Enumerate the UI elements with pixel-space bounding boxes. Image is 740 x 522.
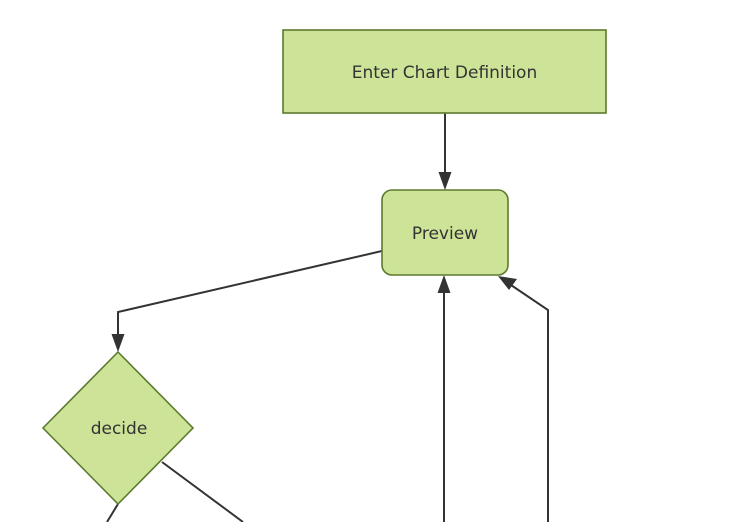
edge-decide-out-right[interactable] [161, 461, 244, 522]
arrowhead-icon [111, 334, 125, 352]
arrowhead-icon [498, 276, 517, 290]
edge-enter-to-preview[interactable] [438, 113, 452, 190]
arrowhead-icon [438, 172, 452, 190]
node-decide-shape [41, 350, 195, 506]
node-preview-label: Preview [412, 224, 478, 244]
edge-decide-out-left[interactable] [106, 503, 119, 522]
edge-bottom-right-to-preview[interactable] [498, 276, 549, 522]
node-enter-chart-definition[interactable]: Enter Chart Definition [282, 29, 607, 114]
node-enter-chart-definition-label: Enter Chart Definition [352, 63, 537, 83]
edges-layer [106, 113, 549, 522]
node-preview-shape [381, 189, 509, 276]
node-decide-label: decide [91, 419, 148, 439]
edge-bottom-center-to-preview[interactable] [437, 275, 451, 522]
node-preview[interactable]: Preview [381, 189, 509, 276]
node-enter-chart-definition-shape [282, 29, 607, 114]
node-decide[interactable]: decide [41, 350, 195, 506]
edge-preview-to-decide[interactable] [111, 250, 383, 352]
nodes-layer: Enter Chart Definition Preview decide [41, 29, 607, 506]
arrowhead-icon [437, 275, 451, 293]
